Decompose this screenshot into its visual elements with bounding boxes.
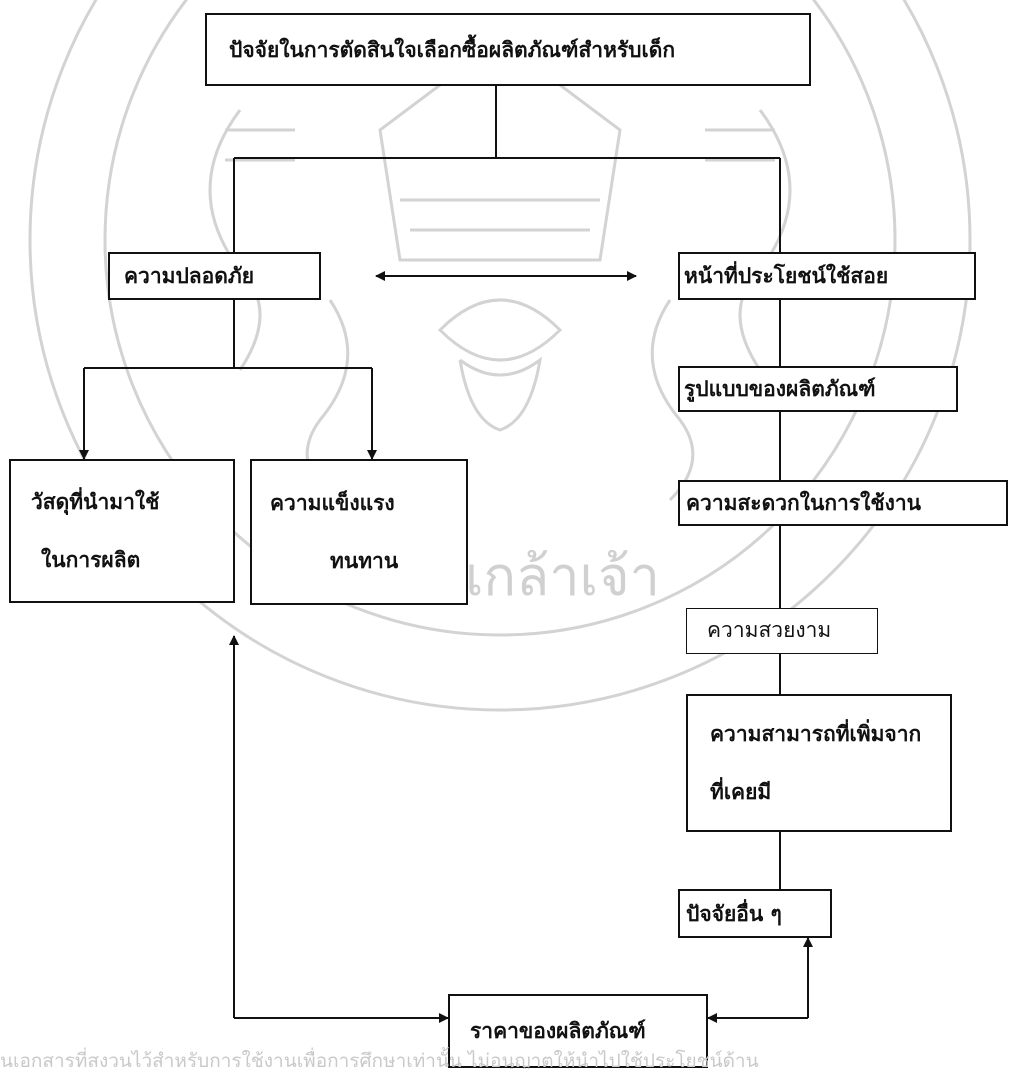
form-label: รูปแบบของผลิตภัณฑ์ (684, 376, 876, 402)
convenience-box: ความสะดวกในการใช้งาน (678, 480, 1008, 526)
safety-box: ความปลอดภัย (108, 252, 321, 300)
added-capability-label-line2: ที่เคยมี (710, 779, 772, 804)
price-box: ราคาของผลิตภัณฑ์ (448, 994, 708, 1068)
safety-label: ความปลอดภัย (124, 263, 255, 289)
price-label: ราคาของผลิตภัณฑ์ (470, 1018, 646, 1044)
form-box: รูปแบบของผลิตภัณฑ์ (678, 366, 958, 412)
watermark-footer-text: นเอกสารที่สงวนไว้สำหรับการใช้งานเพื่อการ… (0, 1050, 759, 1069)
materials-label-line1: วัสดุที่นำมาใช้ (31, 489, 160, 514)
beauty-box: ความสวยงาม (686, 608, 878, 654)
strength-label-line1: ความแข็งแรง (270, 490, 395, 515)
materials-label-line2: ในการผลิต (41, 547, 141, 572)
convenience-label: ความสะดวกในการใช้งาน (686, 490, 922, 516)
other-factors-label: ปัจจัยอื่น ๆ (686, 900, 782, 926)
strength-box: ความแข็งแรง ทนทาน (250, 459, 468, 605)
added-capability-box: ความสามารถที่เพิ่มจาก ที่เคยมี (686, 694, 952, 832)
root-factor-box: ปัจจัยในการตัดสินใจเลือกซื้อผลิตภัณฑ์สำห… (205, 13, 811, 86)
function-box: หน้าที่ประโยชน์ใช้สอย (678, 252, 976, 300)
materials-box: วัสดุที่นำมาใช้ ในการผลิต (9, 459, 235, 603)
function-label: หน้าที่ประโยชน์ใช้สอย (684, 263, 889, 289)
beauty-label: ความสวยงาม (707, 618, 832, 643)
root-factor-label: ปัจจัยในการตัดสินใจเลือกซื้อผลิตภัณฑ์สำห… (229, 36, 676, 62)
added-capability-label-line1: ความสามารถที่เพิ่มจาก (710, 721, 922, 746)
other-factors-box: ปัจจัยอื่น ๆ (678, 889, 832, 938)
strength-label-line2: ทนทาน (330, 548, 399, 573)
